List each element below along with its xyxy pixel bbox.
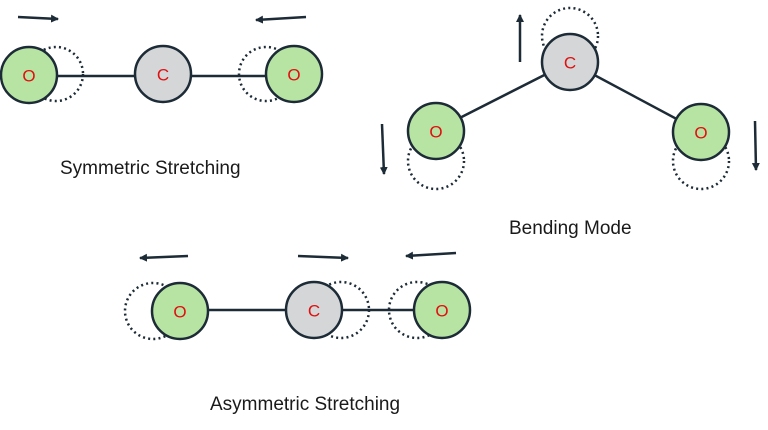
carbon-label: C (564, 54, 576, 73)
down-arrow (379, 123, 388, 175)
carbon-label: C (308, 302, 320, 321)
carbon-atom (133, 44, 193, 104)
oxygen-label: O (694, 124, 707, 143)
right-arrow (297, 253, 349, 262)
oxygen-atom (150, 281, 210, 341)
left-arrow (255, 15, 307, 24)
carbon-label: C (157, 66, 169, 85)
displaced-carbon-outline (540, 6, 600, 66)
oxygen-label: O (173, 303, 186, 322)
carbon-atom (540, 32, 600, 92)
asymmetric-stretching-caption: Asymmetric Stretching (210, 394, 400, 415)
left-arrow (405, 251, 457, 260)
symmetric-stretching-group: O C O Symmetric Stretching (0, 14, 324, 179)
oxygen-label: O (429, 123, 442, 142)
oxygen-atom (406, 101, 466, 161)
bending-mode-caption: Bending Mode (509, 218, 632, 239)
oxygen-label: O (22, 67, 35, 86)
right-arrow (17, 14, 59, 23)
left-arrow (139, 253, 189, 262)
oxygen-atom (412, 280, 472, 340)
bending-mode-group: C O O Bending Mode (379, 6, 760, 239)
asymmetric-stretching-group: O C O Asymmetric Stretching (123, 251, 472, 415)
carbon-atom (284, 280, 344, 340)
down-arrow (751, 120, 760, 171)
oxygen-label: O (435, 302, 448, 321)
symmetric-stretching-caption: Symmetric Stretching (60, 158, 241, 179)
oxygen-atom (0, 45, 59, 105)
displaced-carbon-outline (311, 280, 371, 340)
oxygen-atom (264, 44, 324, 104)
oxygen-label: O (287, 66, 300, 85)
oxygen-atom (671, 102, 731, 162)
